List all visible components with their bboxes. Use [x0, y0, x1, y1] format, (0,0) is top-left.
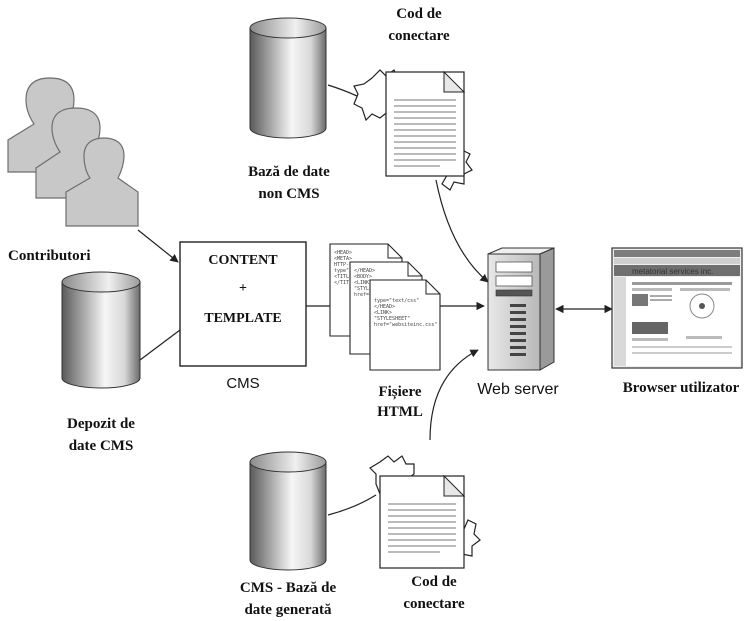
code-line: <BODY> [354, 274, 372, 280]
label-cms-generata-line1: CMS - Bază de [240, 580, 337, 596]
code-line: <HEAD> [334, 250, 352, 256]
html-files-icon: <HEAD> <META> HTTP-EQUIV="Content- type"… [329, 243, 441, 371]
label-cod-bottom-line1: Cod de [411, 574, 457, 590]
label-cms-generata-line2: date generată [244, 602, 332, 618]
label-depozit-line2: date CMS [69, 438, 134, 454]
label-cms-box-line3: TEMPLATE [204, 311, 282, 326]
cod-conectare-top-icon [353, 69, 473, 191]
label-cod-bottom-line2: conectare [403, 596, 465, 612]
arrow-contributori-to-cms [137, 229, 179, 263]
code-line: </HEAD> [374, 304, 395, 310]
label-cms-box-line1: CONTENT [208, 253, 278, 268]
label-fisiere-line2: HTML [377, 404, 423, 420]
cms-box [179, 241, 307, 367]
contributori-icon [7, 77, 139, 227]
code-line: <META> [334, 256, 352, 262]
arrow-cod-top-to-server [435, 179, 489, 283]
person-icon-front [65, 137, 139, 227]
cylinder-cms-generata [249, 451, 327, 571]
label-cod-top-line2: conectare [388, 28, 450, 44]
browser-site-title: metatorial services inc. [632, 267, 713, 276]
label-cod-top-line1: Cod de [396, 6, 442, 22]
html-page-3: type="text/css" </HEAD> <LINK> "STYLESHE… [369, 279, 441, 371]
code-line: href="websiteinc.css" [374, 322, 437, 328]
label-fisiere-line1: Fișiere [378, 384, 421, 400]
cylinder-depozit-cms [61, 271, 141, 389]
code-line: type="text/css" [374, 298, 419, 304]
code-line: <LINK> [374, 310, 392, 316]
cod-conectare-bottom-icon [369, 455, 481, 569]
code-line: </HEAD> [354, 268, 375, 274]
label-cms: CMS [226, 375, 259, 392]
code-line: type" [334, 268, 349, 274]
line-cms-generata-to-cod-bottom [327, 494, 377, 516]
line-depozit-to-cms [139, 329, 181, 361]
label-browser: Browser utilizator [623, 380, 740, 396]
label-baza-line2: non CMS [258, 186, 319, 202]
label-contributori: Contributori [8, 248, 91, 264]
label-web-server: Web server [477, 381, 559, 398]
label-cms-box-line2: + [239, 281, 247, 296]
label-depozit-line1: Depozit de [67, 416, 135, 432]
code-line: "STYLESHEET" [374, 316, 410, 322]
label-baza-line1: Bază de date [248, 164, 330, 180]
cylinder-baza-non-cms [249, 17, 327, 139]
browser-window-icon: metatorial services inc. [611, 247, 743, 369]
code-line: <LINK REL> [354, 280, 384, 286]
web-server-icon [487, 247, 555, 371]
arrow-cod-bottom-to-server [429, 349, 479, 441]
